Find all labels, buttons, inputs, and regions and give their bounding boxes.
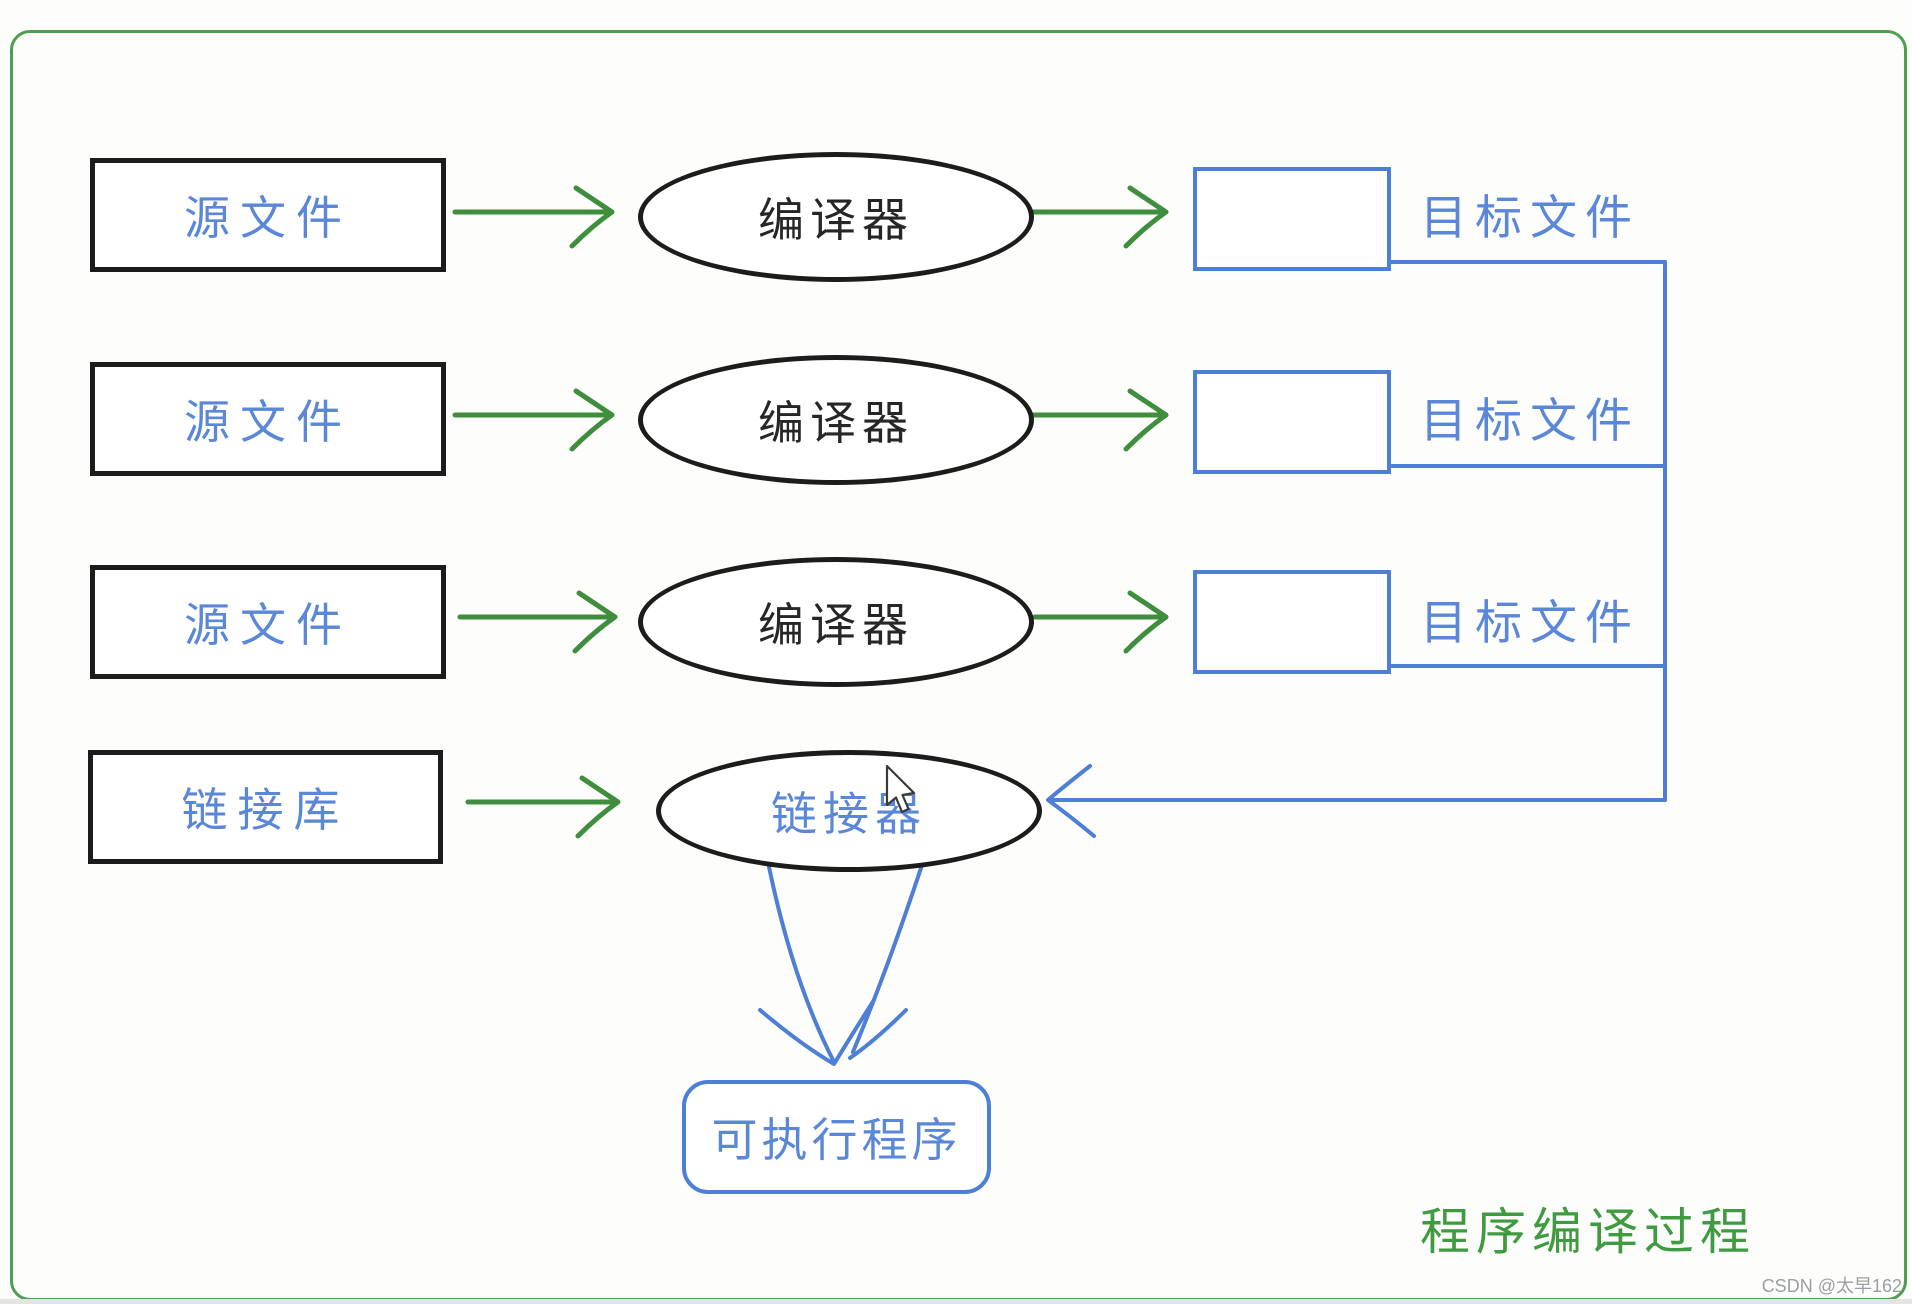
link-library-box: 链接库 (88, 750, 443, 864)
compiler-ellipse: 编译器 (638, 557, 1034, 687)
source-file-box: 源文件 (90, 565, 446, 679)
bottom-strip (0, 1299, 1912, 1304)
object-file-box (1193, 570, 1391, 674)
linker-ellipse: 链接器 (656, 750, 1042, 872)
object-file-label: 目标文件 (1420, 393, 1640, 447)
compiler-ellipse: 编译器 (638, 355, 1034, 485)
diagram-caption: 程序编译过程 (1420, 1204, 1756, 1260)
object-file-label: 目标文件 (1420, 595, 1640, 649)
source-file-label: 源文件 (184, 396, 352, 448)
compiler-ellipse: 编译器 (638, 152, 1034, 282)
compiler-label: 编译器 (758, 599, 914, 651)
source-file-box: 源文件 (90, 362, 446, 476)
executable-program-label: 可执行程序 (711, 1114, 962, 1166)
object-file-box (1193, 370, 1391, 474)
executable-program-box: 可执行程序 (682, 1080, 991, 1194)
source-file-label: 源文件 (184, 192, 352, 244)
linker-label: 链接器 (771, 788, 927, 840)
object-file-box (1193, 167, 1391, 271)
source-file-box: 源文件 (90, 158, 446, 272)
compiler-label: 编译器 (758, 397, 914, 449)
link-library-label: 链接库 (181, 784, 350, 836)
csdn-watermark: CSDN @太早162 (1761, 1276, 1902, 1296)
compiler-label: 编译器 (758, 194, 914, 246)
source-file-label: 源文件 (184, 599, 352, 651)
object-file-label: 目标文件 (1420, 190, 1640, 244)
